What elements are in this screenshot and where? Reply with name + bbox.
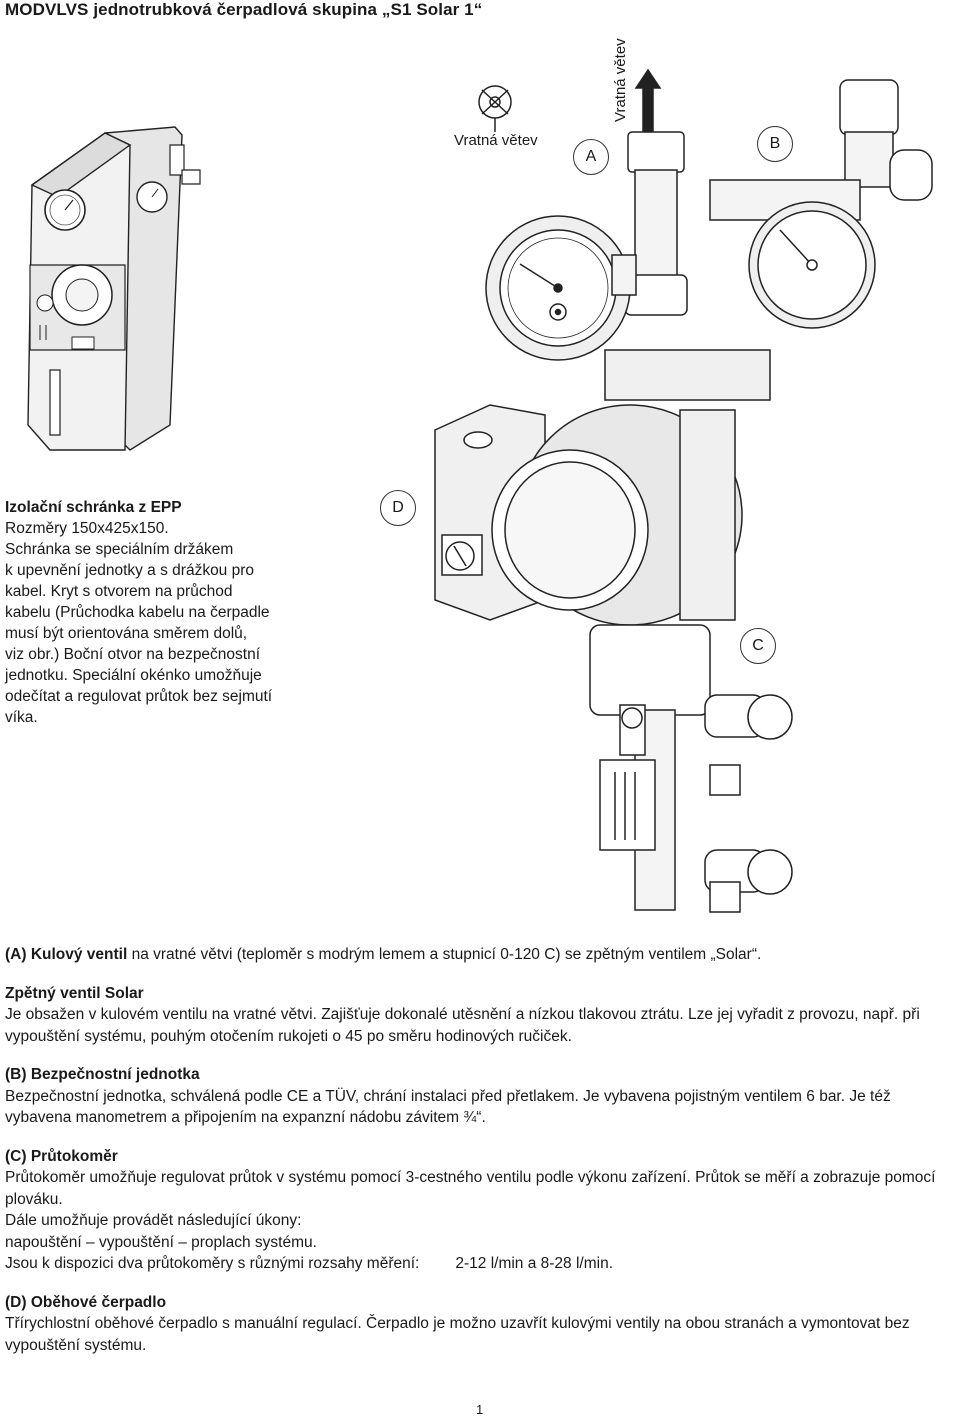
page-title: MODVLVS jednotrubková čerpadlová skupina… <box>5 0 483 19</box>
epp-box-illustration <box>10 125 215 460</box>
epp-line: Schránka se speciálním držákem <box>5 541 234 558</box>
callout-c: C <box>740 628 776 664</box>
epp-line: jednotku. Speciální okénko umožňuje <box>5 667 262 684</box>
section-text: Jsou k dispozici dva průtokoměry s různý… <box>5 1255 420 1272</box>
page-number: 1 <box>476 1402 484 1417</box>
epp-box-description: Izolační schránka z EPP Rozměry 150x425x… <box>5 497 325 728</box>
section-check-valve: Zpětný ventil Solar Je obsažen v kulovém … <box>5 983 958 1048</box>
callout-d: D <box>380 490 416 526</box>
epp-box-heading: Izolační schránka z EPP <box>5 499 182 516</box>
section-heading: (A) Kulový ventil <box>5 946 128 963</box>
section-text: napouštění – vypouštění – proplach systé… <box>5 1233 317 1251</box>
flowmeter-ranges: 2-12 l/min a 8-28 l/min. <box>455 1255 614 1272</box>
section-ball-valve: (A) Kulový ventil na vratné větvi (teplo… <box>5 944 958 966</box>
section-text: Bezpečnostní jednotka, schválená podle C… <box>5 1087 891 1127</box>
callout-a: A <box>573 139 609 175</box>
section-text: Je obsažen v kulovém ventilu na vratné v… <box>5 1006 920 1045</box>
upward-flow-arrow-icon <box>636 70 660 138</box>
epp-line: kabel. Kryt s otvorem na průchod <box>5 583 233 600</box>
pump-group-diagram <box>420 20 955 925</box>
return-branch-label: Vratná větev <box>454 132 538 149</box>
epp-line: k upevnění jednotky a s drážkou pro <box>5 562 255 579</box>
section-heading: Zpětný ventil Solar <box>5 984 144 1002</box>
epp-line: kabelu (Průchodka kabelu na čerpadle <box>5 604 270 621</box>
epp-line: viz obr.) Boční otvor na bezpečnostní <box>5 646 261 663</box>
epp-line: musí být orientována směrem dolů, <box>5 625 248 642</box>
return-branch-vertical-label: Vratná větev <box>612 38 629 122</box>
section-text: Dále umožňuje provádět následující úkony… <box>5 1212 302 1229</box>
callout-b: B <box>757 126 793 162</box>
epp-line: odečítat a regulovat průtok bez sejmutí <box>5 688 273 705</box>
section-text: na vratné větvi (teploměr s modrým lemem… <box>127 946 762 963</box>
epp-line: víka. <box>5 709 38 726</box>
section-heading: (D) Oběhové čerpadlo <box>5 1293 167 1311</box>
component-descriptions: (A) Kulový ventil na vratné větvi (teplo… <box>5 944 958 1373</box>
section-heading: (C) Průtokoměr <box>5 1147 118 1165</box>
epp-line: Rozměry 150x425x150. <box>5 520 169 537</box>
section-text: Průtokoměr umožňuje regulovat průtok v s… <box>5 1169 936 1208</box>
section-text: Třírychlostní oběhové čerpadlo s manuáln… <box>5 1315 910 1354</box>
section-heading: (B) Bezpečnostní jednotka <box>5 1066 200 1083</box>
